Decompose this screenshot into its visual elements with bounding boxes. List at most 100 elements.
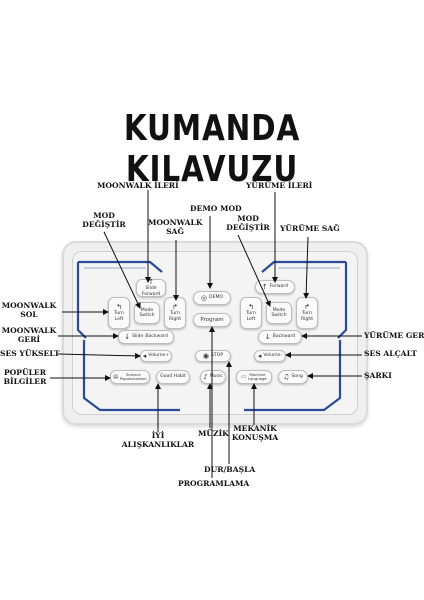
song-button[interactable]: ♫ Song [278, 370, 308, 384]
stop-button[interactable]: ◉ STOP [195, 350, 231, 362]
label-programlama: PROGRAMLAMA [178, 479, 250, 488]
button-label: Good Habit [160, 374, 186, 380]
label-populer-bilgiler: POPÜLER BİLGİLER [0, 368, 50, 386]
label-line: SAĞ [166, 226, 184, 236]
label-line: POPÜLER [3, 368, 47, 377]
science-popularization-button[interactable]: ▤ Science Popularization [110, 370, 150, 384]
button-label: DEMO [209, 295, 224, 301]
label-sarki: ŞARKI [364, 371, 392, 380]
label-line: BİLGİLER [3, 376, 47, 386]
button-label: Right [168, 316, 182, 322]
turn-right-arrow-icon: ↱ [304, 303, 310, 312]
label-moonwalk-ileri: MOONWALK İLERİ [97, 181, 179, 190]
good-habit-button[interactable]: Good Habit [156, 370, 190, 384]
label-ses-alcalt: SES ALÇALT [364, 349, 417, 358]
button-label: Turn [246, 311, 256, 317]
label-line: SOL [20, 309, 38, 319]
turn-right-button-right[interactable]: ↱ Turn Right [296, 297, 318, 329]
button-label: Mode [140, 307, 154, 313]
button-label: Program [200, 316, 224, 323]
button-label: Mode [272, 307, 286, 313]
label-mod-degistir-left: MOD DEĞİŞTİR [78, 211, 130, 229]
demo-icon: ◎ [200, 293, 208, 302]
label-line: DEĞİŞTİR [226, 222, 270, 232]
label-line: MOD [237, 214, 259, 223]
music-button[interactable]: ♪ Music [200, 370, 226, 384]
label-yurume-geri: YÜRÜME GERİ [364, 331, 424, 340]
label-muzik: MÜZİK [198, 429, 229, 438]
button-label: Language [247, 376, 267, 381]
label-line: DEĞİŞTİR [82, 219, 126, 229]
label-mod-degistir-right: MOD DEĞİŞTİR [222, 214, 274, 232]
demo-button[interactable]: ◎ DEMO [193, 291, 231, 305]
mode-switch-button-right[interactable]: Mode Switch [266, 302, 292, 324]
label-dur-basla: DUR/BAŞLA [204, 465, 256, 474]
program-button[interactable]: Program [193, 313, 231, 327]
forward-button[interactable]: ↑ Forward [255, 280, 295, 294]
label-line: KONUŞMA [231, 432, 279, 442]
label-line: MOONWALK [148, 218, 203, 227]
music-note-icon: ♪ [203, 372, 208, 381]
button-label: Right [300, 316, 314, 322]
speaker-icon: ◂ [142, 351, 147, 360]
button-label: Turn [114, 311, 124, 317]
button-label: Forward [141, 291, 161, 297]
button-label: Slide [145, 286, 157, 292]
button-label: Song [291, 374, 303, 380]
mode-switch-button-left[interactable]: Mode Switch [134, 302, 160, 324]
arrow-up-icon: ↑ [148, 278, 154, 287]
slide-backward-button[interactable]: ↓ Slide Backward [118, 330, 174, 344]
turn-left-button-right[interactable]: ↰ Turn Left [240, 297, 262, 329]
label-yurume-ileri: YÜRÜME İLERİ [246, 181, 313, 190]
slide-forward-button[interactable]: ↑ Slide Forward [136, 279, 166, 297]
book-icon: ▤ [113, 373, 118, 380]
label-moonwalk-sag: MOONWALK SAĞ [148, 218, 203, 236]
button-label: Volume+ [148, 353, 170, 359]
remote-inner-panel [72, 251, 358, 415]
label-moonwalk-geri: MOONWALK GERİ [0, 326, 58, 344]
arrow-down-icon: ↓ [264, 332, 271, 341]
remote-control-body [62, 241, 368, 425]
button-label: Science [126, 371, 141, 377]
button-label: Backward [272, 334, 296, 340]
arrow-up-icon: ↑ [261, 282, 268, 291]
button-label: Slide [132, 334, 144, 340]
button-label: Backward [145, 334, 168, 340]
button-label: Forward [269, 284, 289, 290]
page-title: KUMANDA KILAVUZU [123, 108, 301, 190]
label-demo-mod: DEMO MOD [190, 204, 242, 213]
machine-language-button[interactable]: ▭ Machine Language [236, 370, 272, 384]
button-label: Music [209, 374, 223, 380]
label-line: MEKANİK [233, 424, 277, 433]
music-note-icon: ♫ [283, 372, 290, 381]
button-label: Left [246, 316, 256, 322]
button-label: Turn [170, 311, 180, 317]
label-ses-yukselt: SES YÜKSELT [0, 349, 60, 358]
label-iyi-aliskanliklar: İYİ ALIŞKANLIKLAR [116, 431, 200, 449]
label-yurume-sag: YÜRÜME SAĞ [280, 224, 340, 233]
backward-button[interactable]: ↓ Backward [258, 330, 302, 344]
button-label-group: Machine Language [247, 371, 267, 382]
label-line: MOONWALK [1, 301, 57, 310]
label-moonwalk-sol: MOONWALK SOL [0, 301, 58, 319]
volume-up-button[interactable]: ◂ Volume+ [140, 350, 172, 362]
button-label: Switch [139, 313, 155, 318]
label-line: GERİ [17, 334, 41, 344]
label-line: İYİ [151, 431, 165, 440]
label-mekanik-konusma: MEKANİK KONUŞMA [228, 424, 282, 442]
turn-right-arrow-icon: ↱ [172, 303, 178, 312]
label-line: MOD [93, 211, 115, 220]
turn-left-button-left[interactable]: ↰ Turn Left [108, 297, 130, 329]
turn-left-arrow-icon: ↰ [248, 303, 254, 312]
speech-icon: ▭ [241, 373, 246, 380]
volume-down-button[interactable]: ◂ Volume- [254, 350, 286, 362]
stop-icon: ◉ [202, 351, 209, 360]
speaker-icon: ◂ [257, 351, 262, 360]
turn-right-button-left[interactable]: ↱ Turn Right [164, 297, 186, 329]
arrow-down-icon: ↓ [124, 332, 131, 341]
label-line: ALIŞKANLIKLAR [121, 439, 195, 449]
button-label: Switch [271, 313, 287, 318]
button-label-group: Science Popularization [120, 371, 147, 382]
button-label: Left [114, 316, 124, 322]
button-label: Machine [249, 371, 266, 377]
